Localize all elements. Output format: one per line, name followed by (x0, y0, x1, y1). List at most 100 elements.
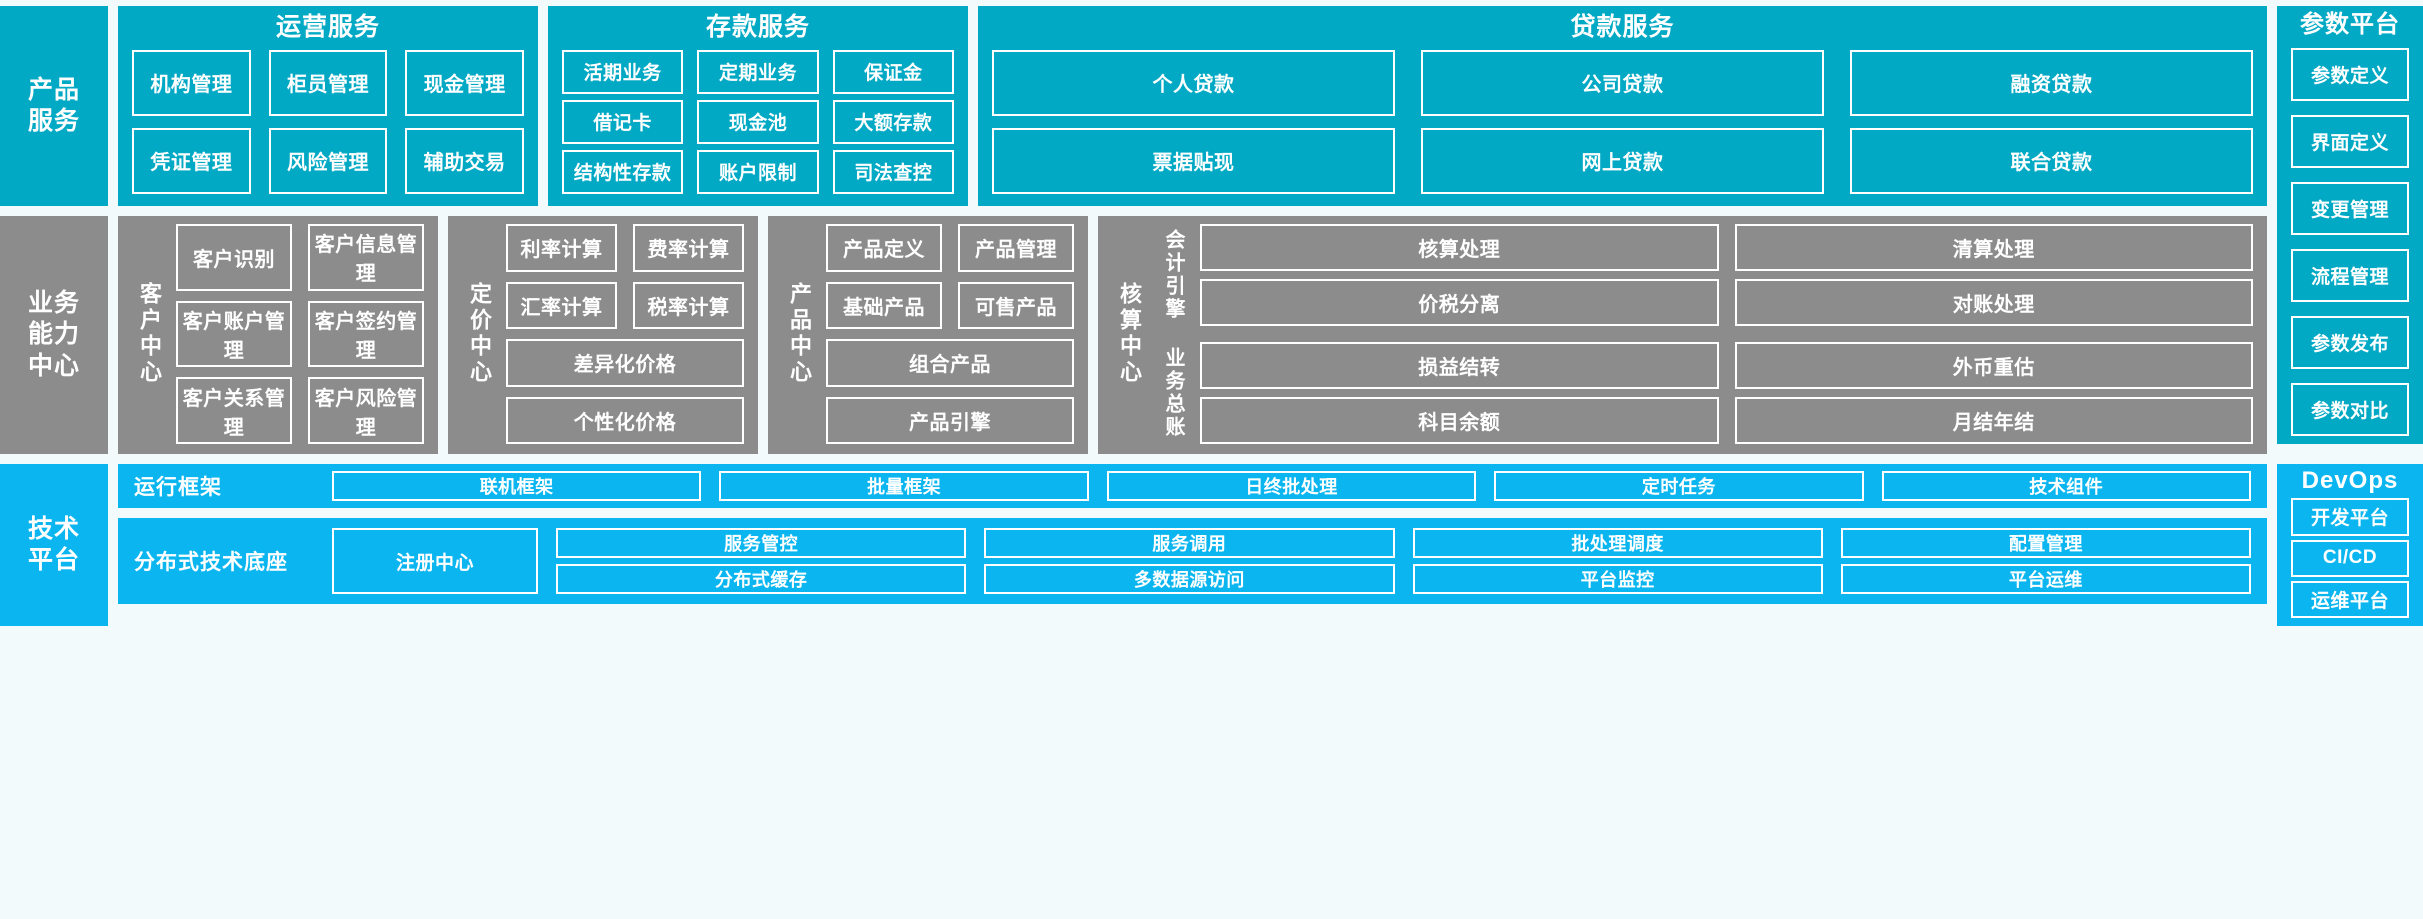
service-card-geren-daikuan[interactable]: 个人贷款 (992, 49, 1395, 116)
center-pricing: 定价中心 利率计算 费率计算 汇率计算 税率计算 差异化价格 个性化价格 (448, 216, 758, 454)
pricing-row-1: 利率计算 费率计算 (506, 224, 744, 272)
devops-card-kaifa-pingtai[interactable]: 开发平台 (2291, 498, 2409, 536)
capability-card-chanpin-guanli[interactable]: 产品管理 (958, 224, 1074, 272)
capability-card-chanpin-yinqing[interactable]: 产品引擎 (826, 396, 1074, 444)
capability-card-waibi-chonggu[interactable]: 外币重估 (1734, 342, 2253, 389)
capability-card-jichu-chanpin[interactable]: 基础产品 (826, 281, 942, 329)
capability-card-yuejie-nianjie[interactable]: 月结年结 (1734, 397, 2253, 444)
param-card-liucheng-guanli[interactable]: 流程管理 (2291, 249, 2409, 303)
capability-card-shuilv-jisuan[interactable]: 税率计算 (633, 281, 744, 329)
layer-label-business-line3: 中心 (27, 351, 80, 380)
service-card-wangshang-daikuan[interactable]: 网上贷款 (1421, 127, 1824, 194)
tech-card-rizhong-pichuli[interactable]: 日终批处理 (1106, 471, 1477, 501)
tech-card-duoshujuyuan-fangwen[interactable]: 多数据源访问 (984, 564, 1395, 594)
tech-card-pingtai-jiankong[interactable]: 平台监控 (1412, 564, 1823, 594)
capability-card-gexinghua-jiage[interactable]: 个性化价格 (506, 396, 744, 444)
service-card-rongzi-daikuan[interactable]: 融资贷款 (1850, 49, 2253, 116)
center-label-product: 产品中心 (787, 282, 812, 386)
accounting-section-label-ledger: 业务总账 (1162, 347, 1184, 439)
product-row-4: 产品引擎 (826, 396, 1074, 444)
layer-label-technical-platform: 技术 平台 (0, 464, 108, 626)
tech-card-zhuce-zhongxin[interactable]: 注册中心 (332, 528, 538, 594)
service-card-huoqi-yewu[interactable]: 活期业务 (562, 49, 684, 94)
pricing-row-4: 个性化价格 (506, 396, 744, 444)
capability-card-lilv-jisuan[interactable]: 利率计算 (506, 224, 617, 272)
service-card-lianhe-daikuan[interactable]: 联合贷款 (1850, 127, 2253, 194)
capability-card-jiashui-fenli[interactable]: 价税分离 (1200, 279, 1719, 326)
tech-card-piliang-kuangjia[interactable]: 批量框架 (719, 471, 1089, 501)
service-card-pingzheng-guanli[interactable]: 凭证管理 (132, 127, 251, 194)
tech-row-distributed-base: 分布式技术底座 注册中心 服务管控 服务调用 批处理调度 配置管理 分布式缓存 … (118, 518, 2267, 604)
tech-card-peizhi-guanli[interactable]: 配置管理 (1840, 528, 2251, 558)
capability-card-keshou-chanpin[interactable]: 可售产品 (958, 281, 1074, 329)
service-card-zhanghu-xianzhi[interactable]: 账户限制 (697, 149, 819, 194)
param-card-canshu-dingyi[interactable]: 参数定义 (2291, 48, 2409, 102)
devops-card-yunwei-pingtai[interactable]: 运维平台 (2291, 580, 2409, 618)
accounting-section-label-engine: 会计引擎 (1162, 229, 1184, 321)
service-card-jiejika[interactable]: 借记卡 (562, 99, 684, 144)
service-card-guiyuan-guanli[interactable]: 柜员管理 (268, 49, 388, 116)
deposit-services-grid: 活期业务 定期业务 保证金 借记卡 现金池 大额存款 结构性存款 账户限制 司法… (562, 49, 954, 194)
capability-card-qingsuan-chuli[interactable]: 清算处理 (1734, 224, 2253, 271)
service-card-xianjinchi[interactable]: 现金池 (697, 99, 819, 144)
pricing-row-3: 差异化价格 (506, 339, 744, 387)
tech-card-lianji-kuangjia[interactable]: 联机框架 (332, 471, 702, 501)
tech-card-dingshi-renwu[interactable]: 定时任务 (1494, 471, 1864, 501)
tech-card-jishu-zujian[interactable]: 技术组件 (1881, 471, 2251, 501)
tech-card-pichuli-diaodu[interactable]: 批处理调度 (1412, 528, 1823, 558)
capability-card-duizhang-chuli[interactable]: 对账处理 (1734, 279, 2253, 326)
service-card-fuzhu-jiaoyi[interactable]: 辅助交易 (405, 127, 524, 194)
capability-card-chayihua-jiage[interactable]: 差异化价格 (506, 339, 744, 387)
center-label-customer: 客户中心 (137, 282, 162, 386)
capability-card-chanpin-dingyi[interactable]: 产品定义 (826, 224, 942, 272)
layer-label-product-line2: 服务 (27, 107, 80, 135)
tech-card-fuwu-guankong[interactable]: 服务管控 (556, 528, 967, 558)
service-card-jigou-guanli[interactable]: 机构管理 (132, 49, 251, 116)
service-card-jiegouxing-cunkuan[interactable]: 结构性存款 (562, 149, 684, 194)
capability-card-kehu-guanxi-guanli[interactable]: 客户关系管理 (176, 377, 292, 445)
distributed-base-cells: 注册中心 服务管控 服务调用 批处理调度 配置管理 分布式缓存 多数据源访问 平… (332, 528, 2251, 594)
capability-card-kemu-yue[interactable]: 科目余额 (1200, 397, 1719, 444)
layer-label-business-capability: 业务 能力 中心 (0, 216, 108, 454)
center-accounting: 核算中心 会计引擎 核算处理 清算处理 价税分离 对账处理 业务总账 损益结转 (1098, 216, 2267, 454)
tech-card-fenbushi-huancun[interactable]: 分布式缓存 (556, 564, 967, 594)
technical-platform-main: 运行框架 联机框架 批量框架 日终批处理 定时任务 技术组件 分布式技术底座 注… (118, 464, 2267, 626)
layer-label-business-line2: 能力 (27, 320, 80, 349)
capability-card-zuhe-chanpin[interactable]: 组合产品 (826, 339, 1074, 387)
group-title-deposit-services: 存款服务 (705, 13, 810, 41)
param-card-canshu-fabu[interactable]: 参数发布 (2291, 316, 2409, 370)
capability-card-feilv-jisuan[interactable]: 费率计算 (633, 224, 744, 272)
tech-card-pingtai-yunwei[interactable]: 平台运维 (1840, 564, 2251, 594)
service-card-gongsi-daikuan[interactable]: 公司贷款 (1421, 49, 1824, 116)
capability-card-kehu-shibie[interactable]: 客户识别 (176, 224, 292, 291)
service-card-sifa-chakong[interactable]: 司法查控 (832, 149, 954, 194)
registry-wrapper: 注册中心 (332, 528, 538, 594)
capability-card-sunyi-jiezhuan[interactable]: 损益结转 (1200, 342, 1719, 389)
service-card-fengxian-guanli[interactable]: 风险管理 (268, 127, 388, 194)
devops-list: 开发平台 CI/CD 运维平台 (2291, 498, 2409, 618)
capability-card-kehu-fengxian-guanli[interactable]: 客户风险管理 (308, 377, 424, 445)
service-card-xianjin-guanli[interactable]: 现金管理 (405, 49, 524, 116)
tech-card-fuwu-diaoyong[interactable]: 服务调用 (984, 528, 1395, 558)
product-row-3: 组合产品 (826, 339, 1074, 387)
layer-label-tech-line2: 平台 (27, 546, 80, 574)
group-loan-services: 贷款服务 个人贷款 公司贷款 融资贷款 票据贴现 网上贷款 联合贷款 (978, 6, 2267, 206)
param-card-jiemian-dingyi[interactable]: 界面定义 (2291, 115, 2409, 169)
capability-card-huilv-jisuan[interactable]: 汇率计算 (506, 281, 617, 329)
service-card-dingqi-yewu[interactable]: 定期业务 (697, 49, 819, 94)
product-services-band: 产品 服务 运营服务 机构管理 柜员管理 现金管理 凭证管理 风险管理 辅助交易… (0, 6, 2423, 444)
service-card-dae-cunkuan[interactable]: 大额存款 (832, 99, 954, 144)
service-card-baozhengjin[interactable]: 保证金 (832, 49, 954, 94)
layer-label-product-services: 产品 服务 (0, 6, 108, 206)
service-card-piaoju-tiexian[interactable]: 票据贴现 (992, 127, 1395, 194)
accounting-ledger-grid: 损益结转 外币重估 科目余额 月结年结 (1200, 342, 2253, 444)
capability-card-kehu-qianyue-guanli[interactable]: 客户签约管理 (308, 300, 424, 368)
param-card-canshu-duibi[interactable]: 参数对比 (2291, 383, 2409, 437)
devops-card-ci-cd[interactable]: CI/CD (2291, 539, 2409, 577)
param-card-biangeng-guanli[interactable]: 变更管理 (2291, 182, 2409, 236)
capability-card-hesuan-chuli[interactable]: 核算处理 (1200, 224, 1719, 271)
customer-row-3: 客户关系管理 客户风险管理 (176, 377, 424, 445)
capability-card-kehu-xinxi-guanli[interactable]: 客户信息管理 (308, 224, 424, 291)
capability-card-kehu-zhanghu-guanli[interactable]: 客户账户管理 (176, 300, 292, 368)
